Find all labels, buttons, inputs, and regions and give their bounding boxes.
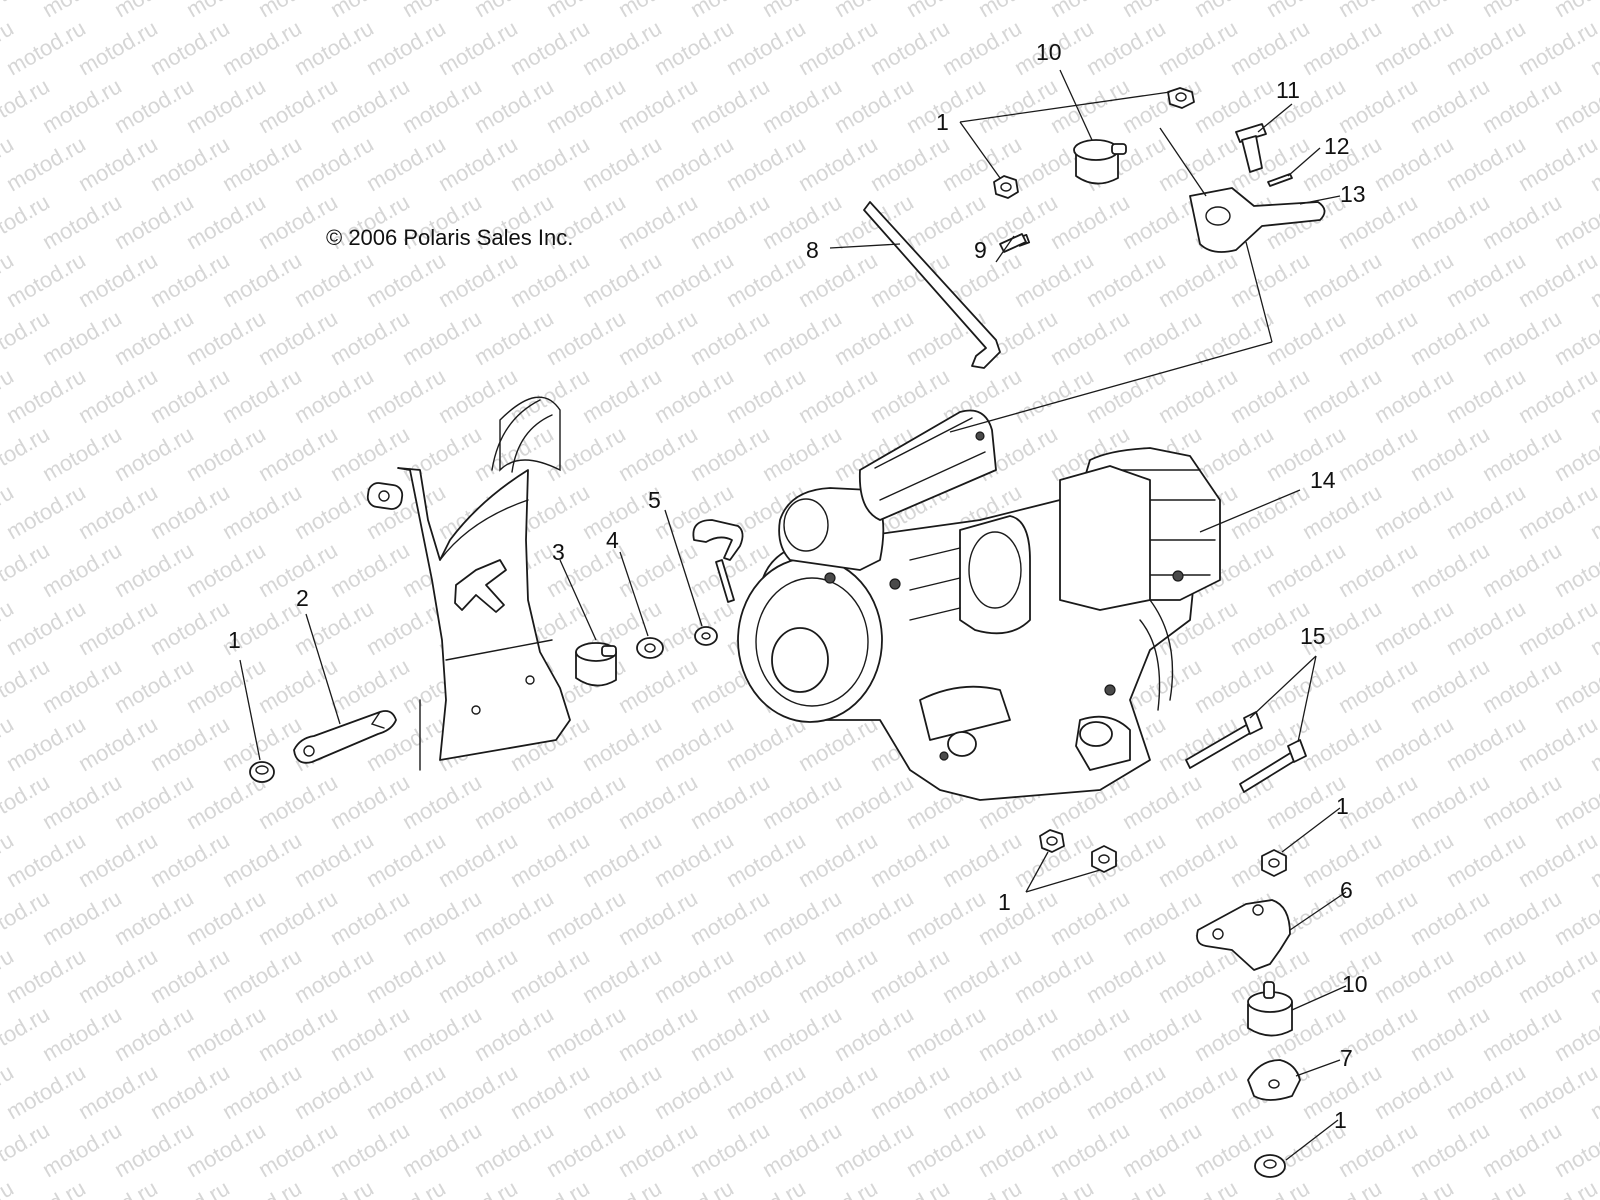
part-8-support-rod: [863, 201, 1001, 369]
part-1-nut-lower-b: [1091, 845, 1117, 873]
part-11-bolt: [1235, 123, 1267, 173]
callout-14: 14: [1310, 467, 1336, 493]
callout-15: 15: [1300, 623, 1326, 649]
callout-7: 7: [1340, 1045, 1353, 1071]
part-2-mount-plate: [293, 710, 397, 764]
part-4-washer: [636, 637, 664, 659]
part-1-nut-lowest: [1254, 1154, 1286, 1178]
part-3-rubber-mount: [575, 642, 617, 687]
callout-1-lowest: 1: [1334, 1107, 1347, 1133]
part-10-rubber-mount-top: [1073, 139, 1127, 185]
part-13-engine-bracket: [1189, 187, 1326, 253]
part-1-nut-left: [249, 761, 275, 783]
part-15-long-bolts: [1185, 711, 1307, 793]
copyright-text: © 2006 Polaris Sales Inc.: [326, 225, 573, 250]
callout-labels: 10 1 11 12 13 8 9 14 5 3 4 2 1 15 1 1 6 …: [228, 39, 1368, 1133]
part-7-mount-cup: [1247, 1059, 1301, 1101]
part-1-nut-lower-c: [1261, 849, 1287, 877]
engine-dipstick: [692, 519, 744, 603]
callout-5: 5: [648, 487, 661, 513]
part-14-engine-assembly: [737, 409, 1221, 801]
callout-11: 11: [1276, 77, 1300, 103]
callout-1-bottom: 1: [998, 889, 1011, 915]
frame-bracket-illustration: [366, 396, 571, 771]
part-10-rubber-mount-bottom: [1247, 981, 1293, 1037]
callout-3: 3: [552, 539, 565, 565]
part-1-nut-top-right: [1167, 87, 1195, 109]
callout-1-left: 1: [228, 627, 241, 653]
part-1-nut-lower-a: [1039, 829, 1065, 853]
callout-8: 8: [806, 237, 819, 263]
part-6-lower-bracket: [1196, 899, 1291, 971]
callout-10-top: 10: [1036, 39, 1062, 65]
callout-2: 2: [296, 585, 309, 611]
callout-4: 4: [606, 527, 619, 553]
callout-6: 6: [1340, 877, 1353, 903]
callout-13: 13: [1340, 181, 1366, 207]
part-12-pin: [1267, 173, 1293, 187]
callout-9: 9: [974, 237, 987, 263]
leader-lines: [239, 69, 1347, 1161]
callout-12: 12: [1324, 133, 1350, 159]
part-5-lock-washer: [694, 626, 718, 646]
callout-1-right: 1: [1336, 793, 1349, 819]
part-1-nut-top-left: [993, 175, 1019, 199]
callout-10-bottom: 10: [1342, 971, 1368, 997]
callout-1-top: 1: [936, 109, 949, 135]
